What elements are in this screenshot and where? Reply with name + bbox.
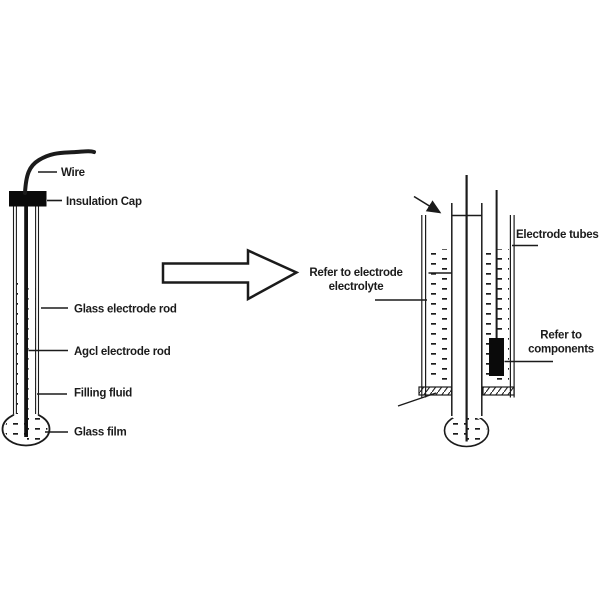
glass-film-label: Glass film — [74, 427, 126, 439]
reference-component — [489, 338, 504, 376]
insulation-cap — [9, 191, 47, 207]
bottom-diagonal-line — [397, 392, 437, 407]
glass-electrode-rod-label: Glass electrode rod — [74, 304, 177, 316]
components-label-line2: components — [528, 344, 594, 356]
wire-label: Wire — [61, 167, 85, 179]
electrolyte-label-line1: Refer to electrode — [309, 267, 402, 279]
electrode-tubes-label: Electrode tubes — [516, 229, 599, 241]
combination-electrode-figure: Electrode tubes Refer to electrode elect… — [309, 175, 599, 448]
agcl-electrode-rod-label: Agcl electrode rod — [74, 346, 171, 358]
bulb-filling-dashes — [4, 416, 48, 443]
right-bulb-dashes — [446, 417, 487, 443]
agcl-electrode-rod — [24, 192, 28, 437]
glass-electrode-figure: Wire Insulation Cap Glass electrode rod … — [1, 149, 177, 447]
inner-tube-walls — [451, 203, 483, 416]
level-arrow — [413, 195, 442, 214]
insulation-cap-label: Insulation Cap — [66, 196, 142, 208]
wire — [23, 149, 96, 195]
electrolyte-dashes-left — [428, 249, 452, 383]
components-label-line1: Refer to — [540, 330, 582, 342]
right-block-arrow — [161, 248, 300, 302]
electrolyte-label-line2: electrolyte — [329, 281, 384, 293]
electrode-tube-walls — [12, 206, 40, 414]
filling-fluid-dashes — [16, 283, 36, 414]
bottom-seal-right — [482, 386, 515, 396]
filling-fluid-label: Filling fluid — [74, 388, 132, 400]
